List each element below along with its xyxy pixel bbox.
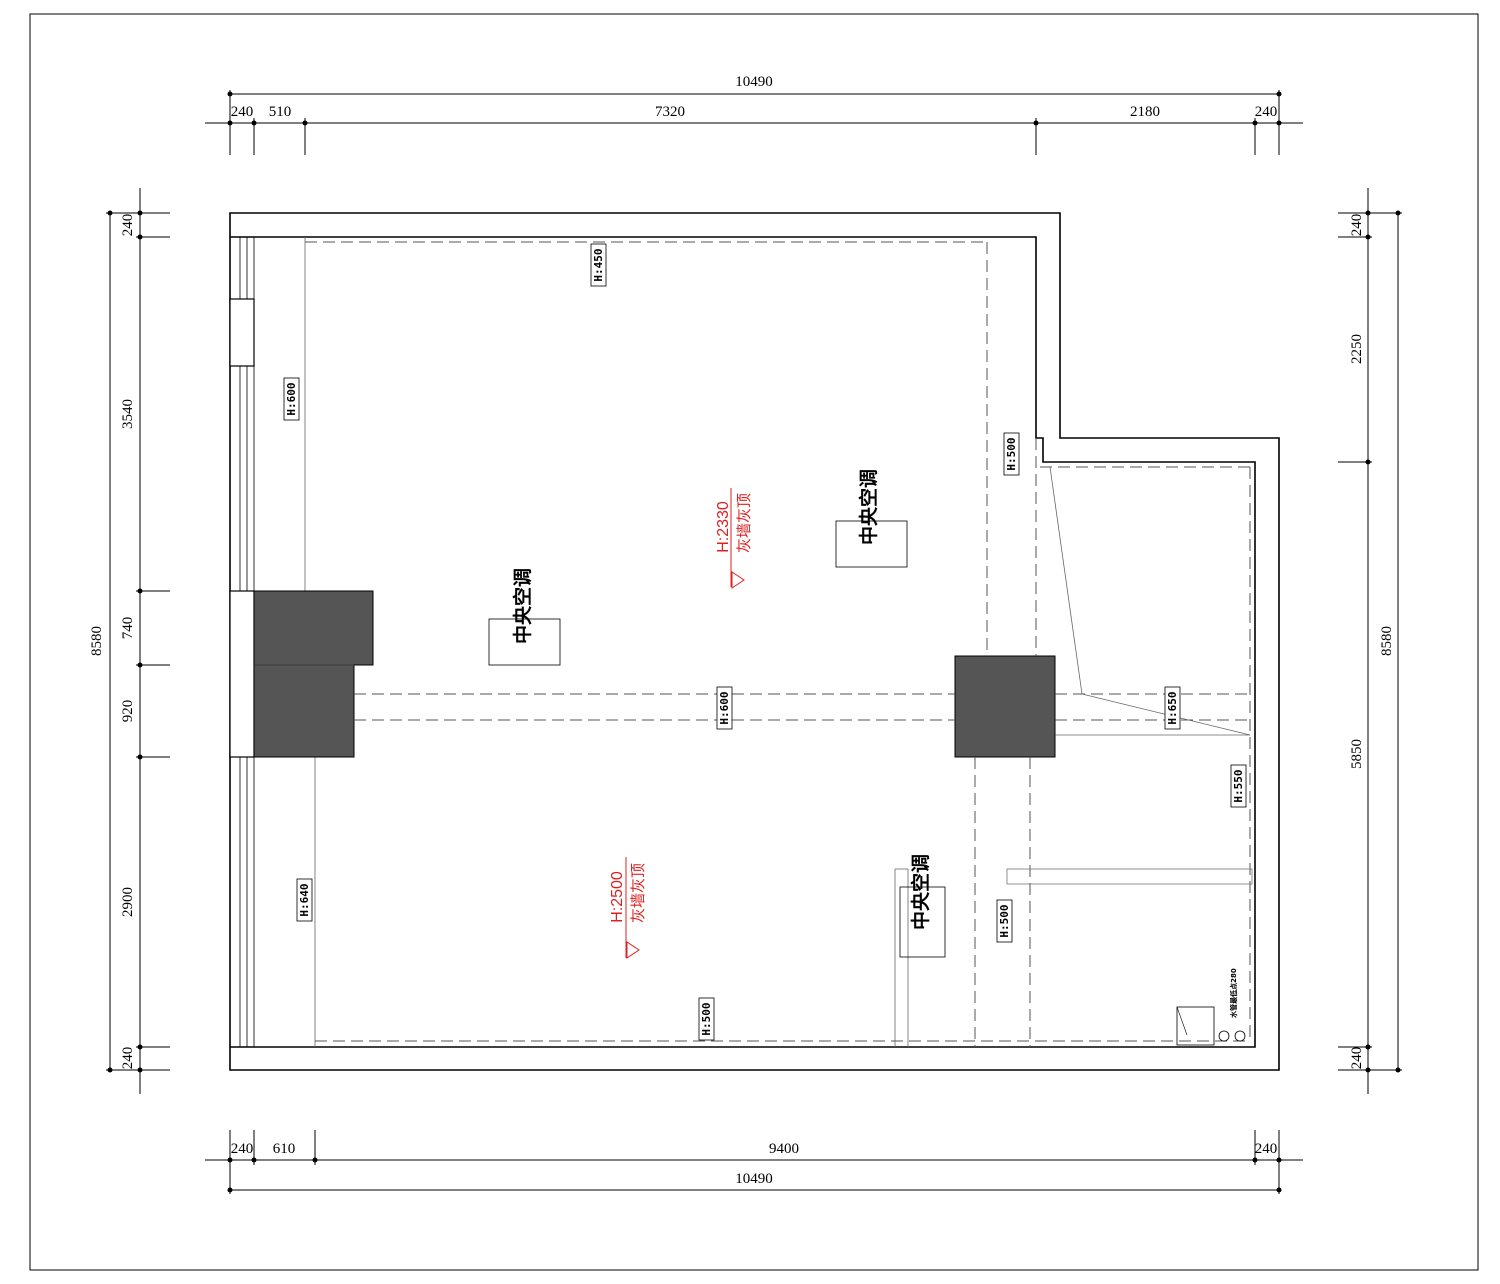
dim-bottom-3: 9400	[769, 1141, 799, 1157]
svg-text:H:650: H:650	[1166, 691, 1179, 724]
walls	[229, 212, 1280, 1071]
window-panel-lower	[229, 590, 255, 758]
ac-unit-box	[488, 618, 561, 666]
svg-text:H:550: H:550	[1232, 769, 1245, 802]
svg-text:H:450: H:450	[592, 248, 605, 281]
dim-top-4: 2180	[1130, 104, 1160, 120]
dim-left-5: 2900	[120, 887, 136, 917]
svg-text:H:500: H:500	[998, 904, 1011, 937]
ac-unit-label: 中央空调	[511, 568, 534, 644]
height-tag: H:500	[698, 997, 715, 1041]
dim-right-4: 240	[1349, 1047, 1365, 1070]
dim-right-3: 5850	[1349, 739, 1365, 769]
sheet-frame	[29, 13, 1479, 1271]
ceiling-height: H:2500	[609, 871, 626, 923]
column-left	[253, 590, 374, 758]
dim-right-1: 240	[1349, 214, 1365, 237]
height-tags: H:450 H:600 H:500 H:600 H:650 H:550 H:64…	[283, 243, 1247, 1041]
dim-left-2: 3540	[120, 399, 136, 429]
dim-bottom-1: 240	[231, 1141, 254, 1157]
svg-text:H:640: H:640	[298, 883, 311, 916]
height-tag: H:640	[296, 878, 313, 922]
left-dimensions: 8580 240 3540 740 920 2900 240	[89, 188, 170, 1094]
dim-left-1: 240	[120, 214, 136, 237]
dim-bottom-total: 10490	[735, 1171, 773, 1187]
svg-text:H:600: H:600	[285, 382, 298, 415]
window-panel	[229, 298, 255, 367]
height-tag: H:550	[1230, 764, 1247, 808]
ceiling-finish: 灰墙灰顶	[735, 493, 753, 553]
dim-left-total: 8580	[89, 626, 105, 656]
height-tag: H:450	[590, 243, 607, 287]
dim-bottom-4: 240	[1255, 1141, 1278, 1157]
ceiling-mark-lower: H:2500 灰墙灰顶	[609, 857, 647, 959]
ac-units: 中央空调 中央空调 中央空调	[488, 469, 946, 958]
svg-text:H:600: H:600	[718, 691, 731, 724]
ceiling-mark-upper: H:2330 灰墙灰顶	[715, 488, 753, 589]
elevation-marker-icon	[626, 941, 640, 959]
dim-right-total: 8580	[1379, 626, 1395, 656]
dim-top-total: 10490	[735, 74, 773, 90]
right-dimensions: 240 2250 5850 240 8580	[1338, 188, 1402, 1094]
height-tag: H:500	[996, 899, 1013, 943]
dim-top-2: 510	[269, 104, 292, 120]
svg-text:H:500: H:500	[1005, 437, 1018, 470]
ac-unit-box	[835, 520, 908, 568]
ac-unit-label: 中央空调	[909, 854, 932, 930]
height-tag: H:600	[716, 686, 733, 730]
pipe-circle-icon	[1218, 1030, 1230, 1042]
ac-unit-label: 中央空调	[857, 469, 880, 545]
dim-top-3: 7320	[655, 104, 685, 120]
height-tag: H:650	[1164, 686, 1181, 730]
height-tag: H:600	[283, 377, 300, 421]
ceiling-outlines	[305, 241, 1253, 1047]
pipe-duct	[1006, 868, 1253, 885]
floor-drain-box	[1176, 1006, 1215, 1046]
bottom-dimensions: 240 610 9400 240 10490	[205, 1130, 1303, 1194]
water-pipe-note: 水管最低点280	[1229, 968, 1238, 1018]
ceiling-height: H:2330	[715, 501, 732, 553]
column-right	[954, 655, 1056, 758]
elevation-marker-icon	[731, 571, 745, 589]
columns	[253, 590, 1056, 758]
svg-text:H:500: H:500	[700, 1002, 713, 1035]
height-tag: H:500	[1003, 432, 1020, 476]
dim-left-3: 740	[120, 617, 136, 640]
dim-bottom-2: 610	[273, 1141, 296, 1157]
dim-left-4: 920	[120, 700, 136, 723]
dim-right-2: 2250	[1349, 334, 1365, 364]
dim-top-5: 240	[1255, 104, 1278, 120]
top-dimensions: 10490 240 510 7320 2180 240	[205, 74, 1303, 155]
dim-left-6: 240	[120, 1047, 136, 1070]
ceiling-finish: 灰墙灰顶	[629, 863, 647, 923]
water-fixtures: 水管最低点280	[1176, 968, 1246, 1046]
pipe-circle-icon	[1234, 1030, 1246, 1042]
ac-unit-box	[899, 886, 946, 958]
dim-top-1: 240	[231, 104, 254, 120]
